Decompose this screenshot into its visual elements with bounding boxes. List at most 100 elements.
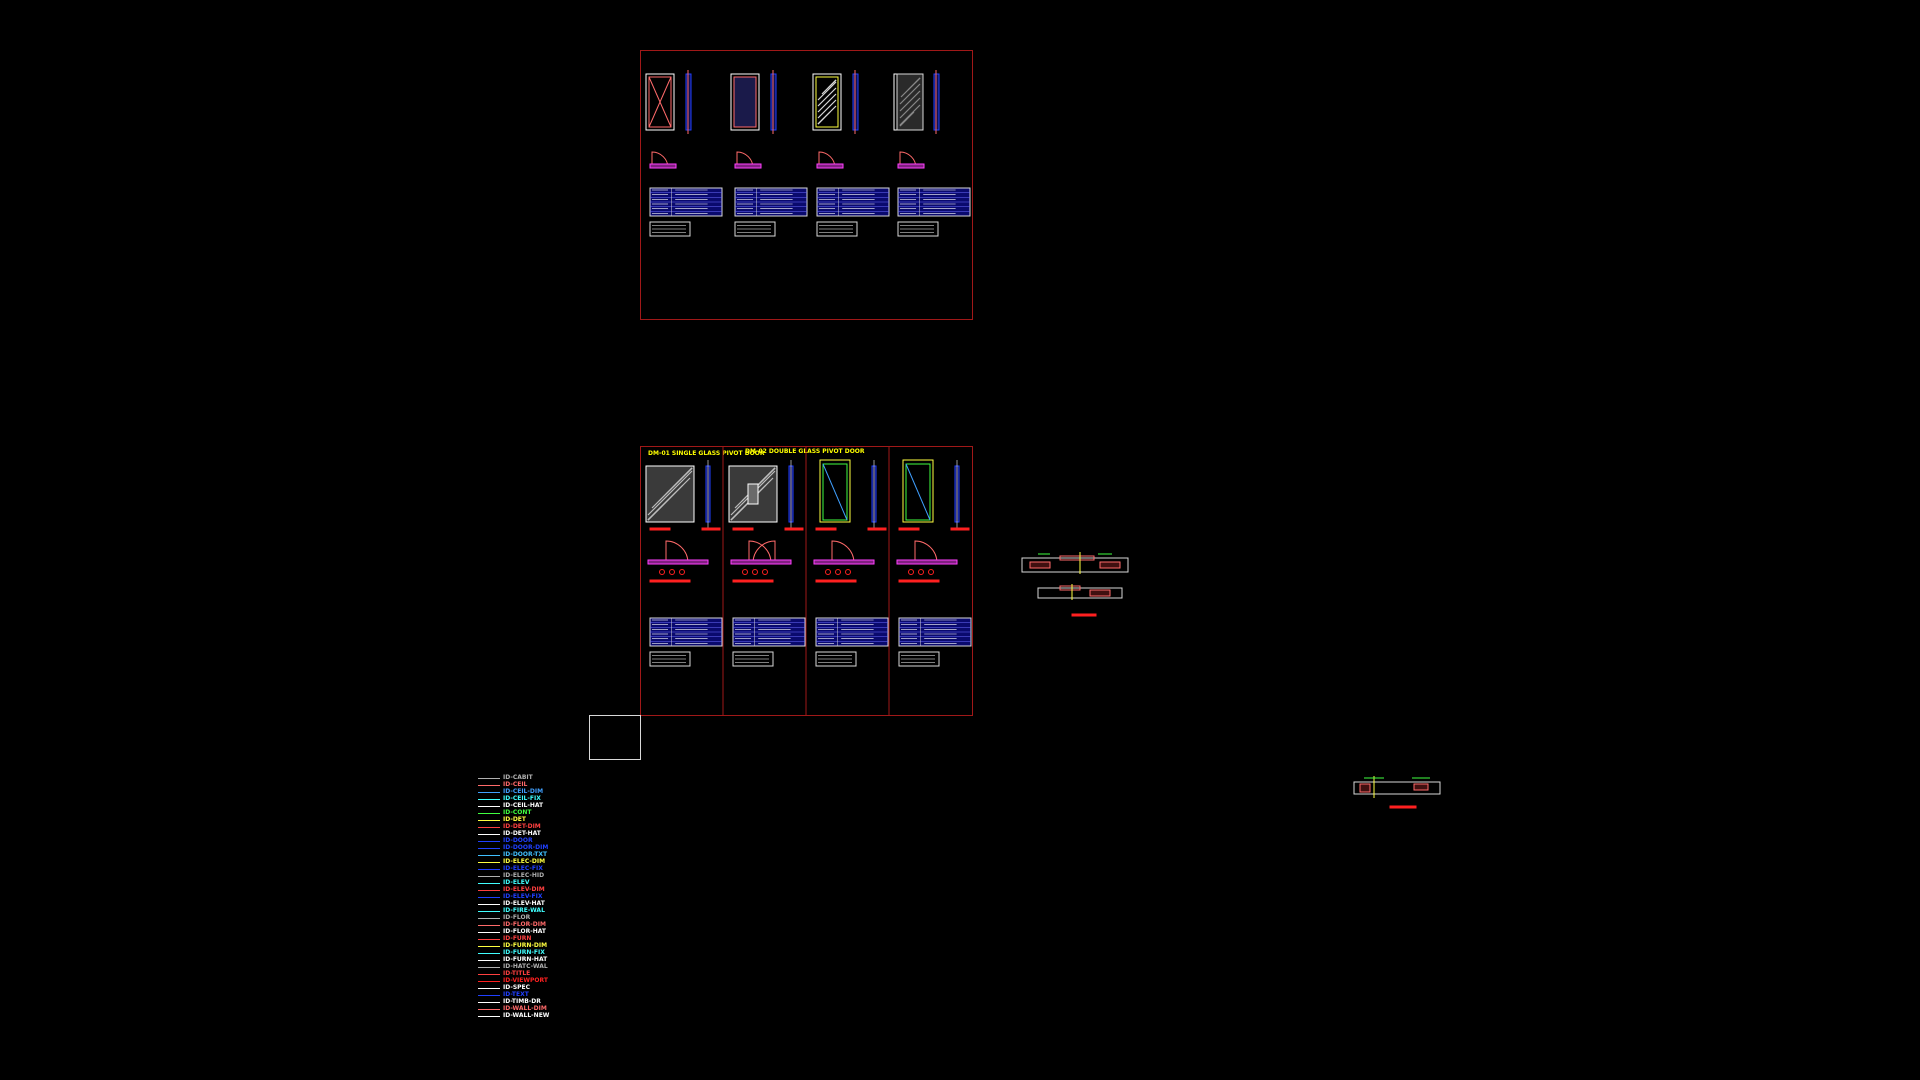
legend-swatch [478,813,500,814]
legend-row: ID-ELEC-HID [478,872,568,880]
detail-part [1359,783,1371,793]
note-block [898,651,940,667]
glass-hatch [899,111,915,127]
door-frame [902,459,934,523]
door-plan-wall [649,163,677,169]
legend-swatch [478,995,500,996]
legend-label: ID-ELEC-DIM [503,858,546,865]
legend-label: ID-ELEV-DIM [503,886,545,893]
legend-label: ID-TITLE [503,970,531,977]
legend-label: ID-DOOR-DIM [503,844,549,851]
glass-hatch [769,467,776,474]
legend-row: ID-FURN-FIX [478,949,568,957]
legend-swatch [478,1016,500,1017]
dimension-marker [752,569,758,575]
door-plan-wall [734,163,762,169]
glass-hatch [899,104,921,126]
legend-label: ID-ELEC-HID [503,872,545,879]
legend-label: ID-FLOR [503,914,531,921]
label-bar [898,579,940,583]
legend-label: ID-ELEC-FIX [503,865,543,872]
legend-swatch [478,988,500,989]
glass-hatch [817,99,837,119]
legend-swatch [478,869,500,870]
glass-hatch [899,90,921,112]
legend-label: ID-VIEWPORT [503,977,548,984]
detail-outline [1021,557,1129,573]
legend-row: ID-FURN [478,935,568,943]
label-bar [815,527,837,531]
door-plan-wall [813,559,875,565]
upper-sheet-drawings [645,70,971,237]
sheet-upper-door-schedule[interactable] [640,50,973,320]
legend-label: ID-TIMB-DR [503,998,541,1005]
dimension-marker [659,569,665,575]
legend-label: ID-CEIL-FIX [503,795,541,802]
legend-row: ID-CEIL [478,781,568,789]
detail-part [1059,585,1081,591]
door-leaf [648,76,672,128]
glass-hatch [914,77,921,84]
door-frame [730,73,760,131]
label-bar [732,527,754,531]
legend-swatch [478,911,500,912]
legend-swatch [478,778,500,779]
legend-row: ID-DOOR-DIM [478,844,568,852]
dimension-marker [669,569,675,575]
legend-swatch [478,820,500,821]
glass-door-elevation [645,465,695,523]
door-leaf [733,76,757,128]
label-bar [784,527,804,531]
label-bar [950,527,970,531]
door-swing [648,76,672,128]
dimension-marker [918,569,924,575]
legend-row: ID-ELEV [478,879,568,887]
legend-row: ID-CONT [478,809,568,817]
dimension-marker [845,569,851,575]
door-plan-swing [914,540,938,564]
legend-row: ID-FURN-DIM [478,942,568,950]
door-plan-swing [831,540,855,564]
door-leaf [815,76,839,128]
lower-sheet-title-2: DM-02 DOUBLE GLASS PIVOT DOOR [745,448,865,455]
door-frame [819,459,851,523]
legend-label: ID-ELEV-FIX [503,893,543,900]
legend-row: ID-ELEV-HAT [478,900,568,908]
legend-label: ID-ELEV-HAT [503,900,545,907]
legend-row: ID-DOOR [478,837,568,845]
glass-hatch [833,79,837,83]
pivot-handle [747,483,759,505]
legend-swatch [478,862,500,863]
detail-part [1099,561,1121,569]
lower-sheet-title-1: DM-01 SINGLE GLASS PIVOT DOOR [648,450,765,457]
detail-part [1089,589,1111,597]
viewport-frame[interactable] [589,715,641,760]
legend-row: ID-FLOR [478,914,568,922]
door-plan-wall [647,559,709,565]
dimension-marker [679,569,685,575]
legend-label: ID-WALL-DIM [503,1005,547,1012]
legend-swatch [478,785,500,786]
legend-swatch [478,960,500,961]
note-block [649,651,691,667]
legend-swatch [478,827,500,828]
legend-label: ID-FLOR-HAT [503,928,547,935]
label-bar [701,527,721,531]
legend-swatch [478,806,500,807]
label-bar [732,579,774,583]
legend-swatch [478,883,500,884]
legend-swatch [478,939,500,940]
door-plan-swing [748,540,772,564]
legend-label: ID-WALL-NEW [503,1012,550,1019]
legend-swatch [478,855,500,856]
note-block [649,221,691,237]
door-plan-wall [816,163,844,169]
dimension-marker [825,569,831,575]
legend-row: ID-CEIL-HAT [478,802,568,810]
dimension-marker [835,569,841,575]
door-plan-wall [730,559,792,565]
legend-swatch [478,1002,500,1003]
door-leaf [822,463,848,521]
legend-swatch [478,953,500,954]
